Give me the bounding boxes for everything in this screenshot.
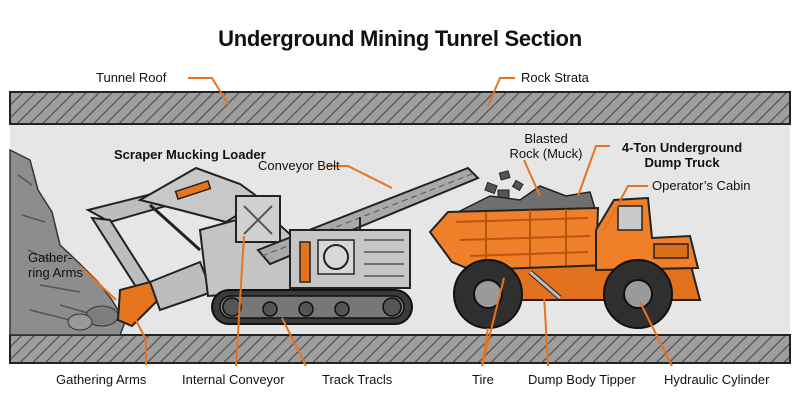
- label-gathering-arms-side-line2: ring Arms: [28, 265, 83, 280]
- label-blasted-rock-line1: Blasted: [524, 131, 568, 146]
- label-dump-body-tipper: Dump Body Tipper: [528, 372, 636, 387]
- tunnel-floor-band: [9, 334, 791, 364]
- dump-truck: [428, 185, 702, 329]
- label-gathering-arms: Gathering Arms: [56, 372, 147, 387]
- leader-lines: [79, 77, 673, 367]
- label-gathering-arms-side-line1: Gather-: [28, 250, 73, 265]
- label-dump-truck: 4-Ton Underground Dump Truck: [612, 140, 752, 170]
- tunnel-roof-band: [9, 91, 791, 125]
- label-tunnel-roof: Tunnel Roof: [96, 70, 167, 85]
- scraper-mucking-loader: [85, 166, 480, 328]
- diagram-title: Underground Mining Tunrel Section: [218, 26, 582, 51]
- label-internal-conveyor: Internal Conveyor: [182, 372, 285, 387]
- label-blasted-rock: Blasted Rock (Muck): [500, 131, 592, 161]
- label-scraper-mucking-loader: Scraper Mucking Loader: [114, 147, 266, 162]
- label-dump-truck-line1: 4-Ton Underground: [621, 140, 743, 155]
- label-rock-strata: Rock Strata: [521, 70, 589, 85]
- label-conveyor-belt: Conveyor Belt: [258, 158, 340, 173]
- label-track-tracls: Track Tracls: [322, 372, 393, 387]
- label-blasted-rock-line2: Rock (Muck): [509, 146, 583, 161]
- label-hydraulic-cylinder: Hydraulic Cylinder: [664, 372, 770, 387]
- blasted-rock-pieces: [484, 170, 524, 199]
- label-dump-truck-line2: Dump Truck: [644, 155, 720, 170]
- label-operators-cabin: Operator’s Cabin: [652, 178, 751, 193]
- rock-face: [9, 148, 126, 336]
- label-tire: Tire: [472, 372, 494, 387]
- label-gathering-arms-side: Gather- ring Arms: [28, 250, 83, 280]
